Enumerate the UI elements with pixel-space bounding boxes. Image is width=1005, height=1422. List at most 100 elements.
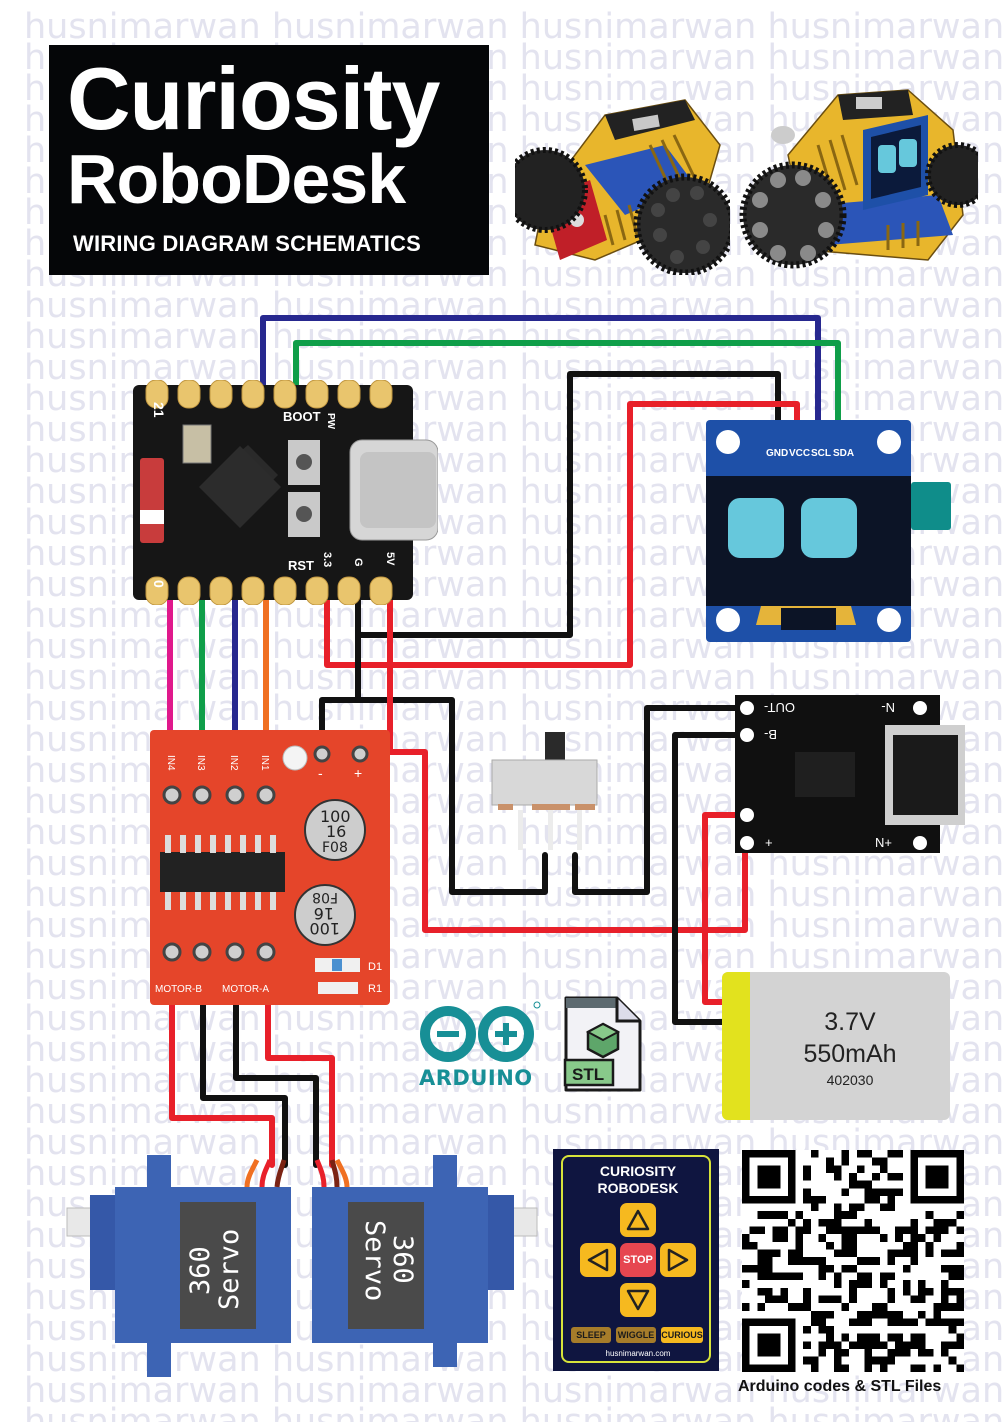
- qr-module: [849, 1280, 857, 1288]
- servo-left: [66, 1155, 291, 1377]
- driver-label-motor-b: MOTOR-B: [155, 984, 202, 995]
- qr-module: [948, 1326, 957, 1334]
- oled-pin-scl: SCL: [811, 448, 831, 459]
- qr-module: [910, 1157, 919, 1166]
- qr-module: [910, 1295, 919, 1304]
- qr-module: [833, 1295, 842, 1304]
- qr-module: [941, 1150, 949, 1158]
- qr-module: [826, 1264, 834, 1273]
- servo-right-label-1: 360: [387, 1235, 418, 1284]
- qr-module: [757, 1303, 765, 1311]
- qr-module: [787, 1272, 796, 1281]
- qr-module: [925, 1172, 934, 1181]
- qr-module: [803, 1257, 811, 1265]
- qr-module: [864, 1364, 873, 1372]
- qr-module: [764, 1180, 773, 1189]
- qr-module: [742, 1157, 750, 1166]
- qr-module: [887, 1295, 896, 1304]
- slide-switch[interactable]: [490, 730, 600, 855]
- qr-module: [864, 1349, 873, 1357]
- qr-module: [772, 1333, 781, 1342]
- charger-label-out-minus: OUT-: [764, 700, 795, 715]
- qr-module: [772, 1226, 781, 1235]
- qr-module: [933, 1150, 942, 1158]
- qr-module: [864, 1218, 873, 1227]
- qr-module: [764, 1349, 773, 1357]
- remote-up-button[interactable]: [620, 1203, 656, 1237]
- qr-module: [742, 1234, 750, 1242]
- qr-module: [764, 1272, 773, 1281]
- qr-module: [841, 1249, 850, 1258]
- qr-module: [872, 1195, 880, 1204]
- qr-module: [841, 1303, 850, 1311]
- qr-module: [910, 1249, 919, 1258]
- qr-module: [787, 1333, 796, 1342]
- driver-label-in2: IN2: [228, 755, 239, 771]
- remote-wiggle-button[interactable]: WIGGLE: [616, 1327, 656, 1343]
- driver-label-plus: +: [354, 765, 362, 781]
- qr-module: [956, 1287, 964, 1296]
- qr-module: [948, 1303, 957, 1311]
- qr-module: [742, 1165, 750, 1173]
- oled-pin-sda: SDA: [833, 448, 854, 459]
- battery-terminal-cap: [722, 972, 750, 1120]
- remote-left-button[interactable]: [580, 1243, 616, 1277]
- qr-module: [910, 1218, 919, 1227]
- qr-module: [918, 1195, 926, 1204]
- qr-module: [948, 1249, 957, 1258]
- qr-code[interactable]: [742, 1150, 964, 1372]
- qr-module: [856, 1180, 865, 1189]
- qr-module: [941, 1295, 949, 1304]
- qr-module: [757, 1226, 765, 1235]
- cap-bottom-code: F08: [312, 889, 338, 905]
- qr-module: [902, 1280, 911, 1288]
- qr-module: [887, 1356, 896, 1365]
- qr-module: [910, 1180, 919, 1189]
- qr-module: [956, 1264, 964, 1273]
- qr-module: [918, 1295, 926, 1304]
- qr-module: [856, 1272, 865, 1281]
- remote-right-button[interactable]: [660, 1243, 696, 1277]
- qr-module: [795, 1303, 804, 1311]
- qr-module: [803, 1287, 811, 1296]
- qr-module: [941, 1218, 949, 1227]
- qr-module: [849, 1180, 857, 1189]
- qr-module: [872, 1172, 880, 1181]
- qr-module: [895, 1341, 903, 1350]
- qr-module: [833, 1280, 842, 1288]
- qr-module: [841, 1264, 850, 1273]
- qr-module: [872, 1310, 880, 1319]
- qr-module: [818, 1326, 827, 1334]
- remote-stop-button[interactable]: STOP: [620, 1243, 656, 1277]
- qr-module: [925, 1287, 934, 1296]
- qr-module: [810, 1203, 819, 1212]
- qr-module: [772, 1180, 781, 1189]
- remote-curious-button[interactable]: CURIOUS: [661, 1327, 703, 1343]
- qr-module: [879, 1188, 888, 1196]
- qr-module: [925, 1226, 934, 1235]
- qr-module: [956, 1180, 964, 1189]
- qr-module: [757, 1165, 765, 1173]
- qr-module: [941, 1287, 949, 1296]
- qr-module: [757, 1172, 765, 1181]
- qr-module: [841, 1349, 850, 1357]
- qr-module: [887, 1333, 896, 1342]
- qr-module: [780, 1272, 788, 1281]
- qr-module: [818, 1257, 827, 1265]
- remote-sleep-button[interactable]: SLEEP: [571, 1327, 611, 1343]
- qr-module: [933, 1364, 942, 1372]
- qr-module: [826, 1310, 834, 1319]
- qr-module: [918, 1349, 926, 1357]
- qr-module: [910, 1226, 919, 1235]
- qr-module: [887, 1310, 896, 1319]
- qr-module: [826, 1218, 834, 1227]
- qr-module: [757, 1249, 765, 1258]
- qr-module: [941, 1303, 949, 1311]
- qr-module: [757, 1333, 765, 1342]
- stl-file-icon[interactable]: STL: [562, 994, 644, 1094]
- qr-module: [879, 1364, 888, 1372]
- qr-module: [879, 1280, 888, 1288]
- qr-module: [956, 1226, 964, 1235]
- qr-module: [841, 1333, 850, 1342]
- remote-down-button[interactable]: [620, 1283, 656, 1317]
